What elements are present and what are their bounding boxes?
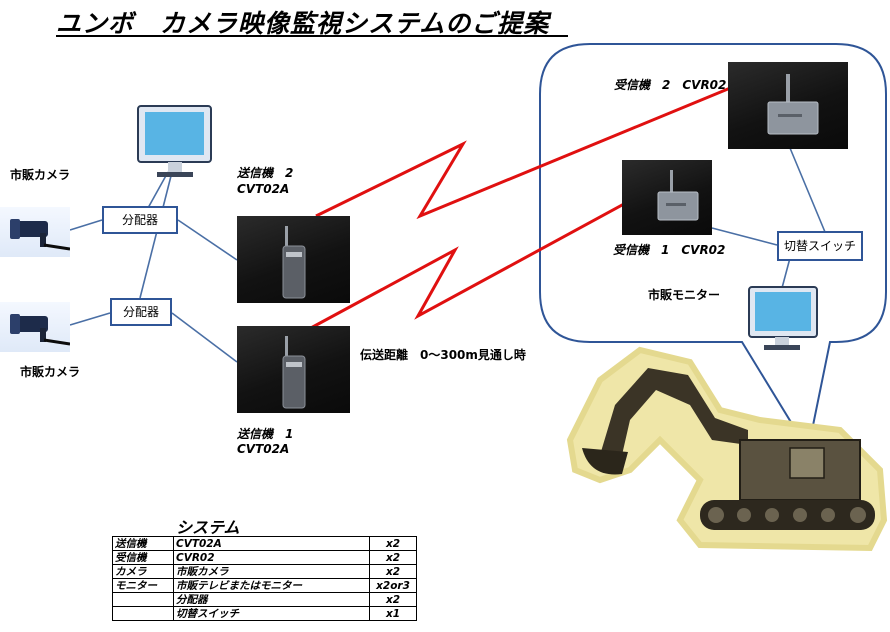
table-row: モニター 市販テレビまたはモニター x2or3 — [112, 578, 417, 593]
receiver-1-label: 受信機 1 CVR02 — [613, 243, 726, 257]
transmitter-1-model: CVT02A — [237, 442, 290, 456]
distance-label: 伝送距離 0～300m見通し時 — [360, 348, 526, 362]
table-cell-category: モニター — [112, 578, 174, 593]
camera-bottom-label: 市販カメラ — [20, 365, 81, 379]
table-row: カメラ 市販カメラ x2 — [112, 564, 417, 579]
excavator-track — [700, 500, 875, 530]
wireless-links — [295, 82, 741, 338]
transmitter-device-icon — [282, 226, 306, 299]
page-title: ユンボ カメラ映像監視システムのご提案 — [56, 9, 550, 38]
table-row: 切替スイッチ x1 — [112, 606, 417, 621]
table-row: 受信機 CVR02 x2 — [112, 550, 417, 565]
splitter-top-label: 分配器 — [121, 213, 158, 227]
camera-top-label: 市販カメラ — [10, 168, 71, 182]
transmitter-2-label: 送信機 2 — [237, 166, 294, 180]
splitter-bottom-label: 分配器 — [122, 305, 159, 319]
system-table: 送信機 CVT02A x2 受信機 CVR02 x2 カメラ 市販カメラ x2 … — [112, 536, 417, 621]
excavator-arm — [600, 368, 748, 455]
table-row: 送信機 CVT02A x2 — [112, 536, 417, 551]
transmitter-device-icon — [282, 336, 306, 409]
table-cell-category: 受信機 — [112, 550, 174, 565]
table-cell-item: 市販テレビまたはモニター — [173, 578, 370, 593]
table-cell-qty: x2 — [369, 592, 417, 607]
camera-icon — [10, 314, 71, 346]
camera-photo-bottom — [0, 302, 71, 352]
table-title: システム — [176, 518, 240, 537]
table-cell-item: 分配器 — [173, 592, 370, 607]
transmitter-1-photo — [237, 326, 350, 413]
table-cell-qty: x2 — [369, 564, 417, 579]
excavator-illustration — [566, 346, 888, 552]
receiver-2-photo — [728, 62, 848, 149]
excavator-window — [789, 447, 825, 479]
monitor-right-label: 市販モニター — [648, 288, 721, 302]
table-cell-item: CVR02 — [173, 550, 370, 565]
switch-box: 切替スイッチ — [777, 231, 863, 261]
splitter-top-box: 分配器 — [102, 206, 178, 234]
table-cell-category — [112, 592, 174, 607]
table-cell-item: 市販カメラ — [173, 564, 370, 579]
title-underline — [56, 35, 568, 37]
camera-photo-top — [0, 207, 71, 257]
left-monitor-icon — [137, 105, 212, 177]
splitter-bottom-box: 分配器 — [110, 298, 172, 326]
table-cell-category: カメラ — [112, 564, 174, 579]
table-cell-item: 切替スイッチ — [173, 606, 370, 621]
table-cell-category — [112, 606, 174, 621]
wiring-lines — [69, 147, 826, 363]
right-monitor-icon — [748, 286, 818, 350]
transmitter-2-photo — [237, 216, 350, 303]
receiver-1-photo — [622, 160, 712, 235]
receiver-device-icon — [657, 170, 699, 221]
table-cell-qty: x2 — [369, 536, 417, 551]
table-cell-qty: x2or3 — [369, 578, 417, 593]
table-cell-qty: x2 — [369, 550, 417, 565]
table-cell-item: CVT02A — [173, 536, 370, 551]
table-cell-qty: x1 — [369, 606, 417, 621]
transmitter-2-model: CVT02A — [237, 182, 290, 196]
receiver-2-label: 受信機 2 CVR02 — [614, 78, 727, 92]
table-row: 分配器 x2 — [112, 592, 417, 607]
transmitter-1-label: 送信機 1 — [237, 427, 294, 441]
excavator-bucket — [582, 448, 628, 475]
switch-label: 切替スイッチ — [783, 239, 856, 253]
table-cell-category: 送信機 — [112, 536, 174, 551]
camera-icon — [10, 219, 71, 251]
receiver-device-icon — [767, 74, 819, 135]
